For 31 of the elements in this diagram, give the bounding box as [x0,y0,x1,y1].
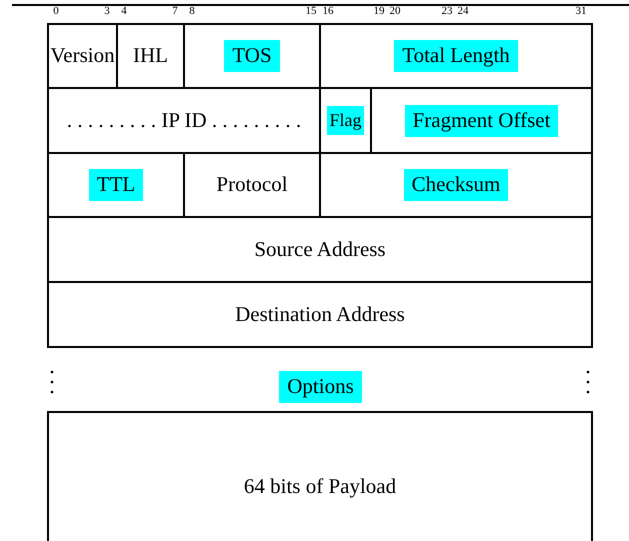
field-name: IHL [132,42,169,69]
bit-number: 24 [458,5,468,17]
field-name: Protocol [215,171,289,198]
field-name: TOS [224,40,280,72]
header-field [47,216,593,283]
bit-number: 19 [374,5,384,17]
bit-number: 20 [390,5,400,17]
header-field [319,23,593,89]
bit-number: 4 [121,5,127,17]
field-name: Destination Address [234,300,406,328]
field-name: Fragment Offset [404,104,558,136]
field-name: Checksum [404,169,508,201]
field-name: TTL [88,169,144,201]
field-name: Flag [327,106,364,135]
header-field [47,23,118,89]
field-name: Total Length [394,40,518,72]
payload-box [47,411,593,541]
field-name: Source Address [253,236,387,262]
bit-number: 31 [576,5,586,17]
options-label: Options [279,370,362,402]
bit-number: 8 [189,5,195,17]
bit-number: 0 [53,5,59,17]
bit-number: 16 [322,5,334,17]
field-name: 64 bits of Payload [242,473,398,500]
header-field [47,281,593,348]
bit-number: 15 [306,5,316,17]
bit-number: 3 [104,5,110,17]
field-name: . . . . . . . . . IP ID . . . . . . . . . [66,106,302,134]
bit-number: 7 [172,5,178,17]
field-name: Version [49,42,116,69]
bit-number: 23 [442,5,452,17]
